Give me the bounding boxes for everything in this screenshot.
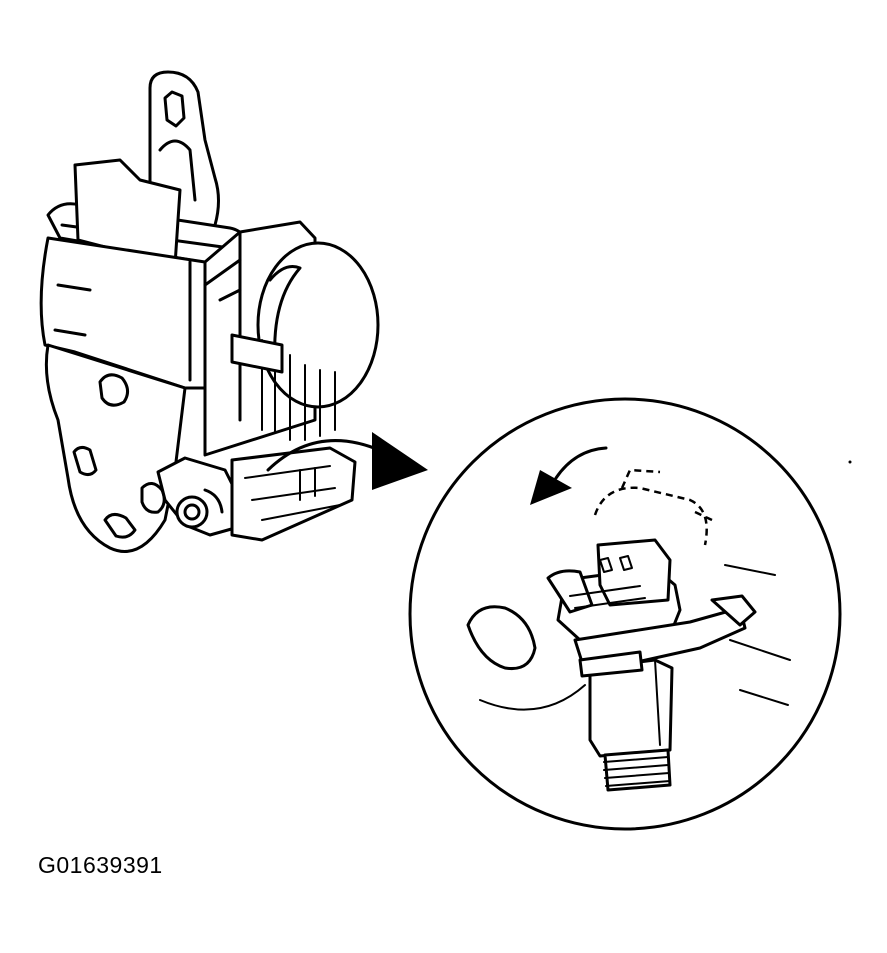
callout-arrow <box>266 432 428 490</box>
detail-magnifier <box>408 397 842 831</box>
retractor-assembly <box>39 70 380 553</box>
figure-code: G01639391 <box>38 852 163 878</box>
scan-speck <box>848 460 852 464</box>
